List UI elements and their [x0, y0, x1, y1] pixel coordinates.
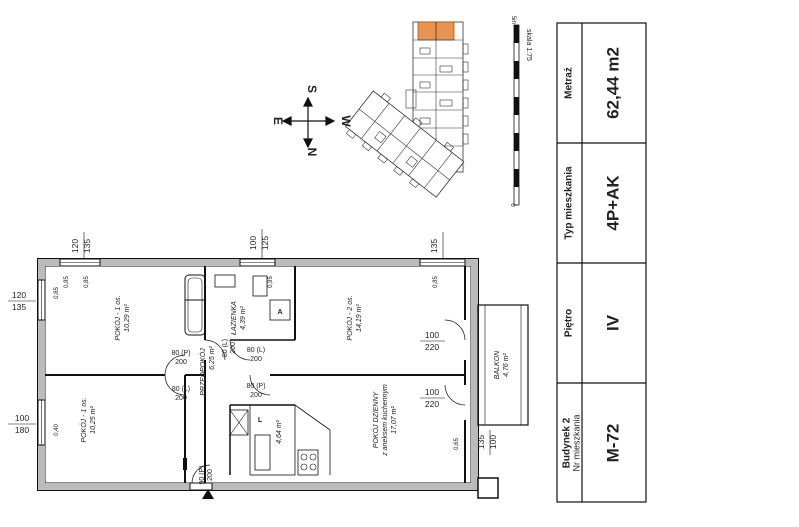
apt-no-value: M-72 — [603, 424, 622, 463]
scale-bottom: 0 — [509, 203, 515, 207]
room-pokoj2-area: 14,19 m² — [356, 304, 363, 332]
room-balkon-area: 4,76 m² — [503, 352, 510, 376]
room-dzienny-area: 17,07 m² — [391, 406, 398, 434]
area-label: Metraż — [564, 67, 575, 99]
scale-bar — [513, 24, 520, 206]
room-kuchnia-area: 4,64 m² — [276, 419, 283, 443]
area-value: 62,44 m2 — [603, 47, 622, 119]
door: 200 — [230, 342, 237, 354]
type-label: Typ mieszkania — [564, 166, 575, 240]
dim: 100 — [425, 330, 439, 340]
door: 80 (L) — [172, 386, 190, 393]
compass — [281, 96, 336, 149]
dim: 220 — [425, 342, 439, 352]
dim: 120 — [70, 239, 80, 253]
room-dzienny-sub: z aneksem kuchennym — [382, 384, 389, 457]
door: 90 (P) — [199, 465, 206, 484]
room-pokoj1-bottom-name: POKÓJ - 1 os. — [79, 397, 88, 442]
dim: 180 — [15, 425, 29, 435]
sill: 0,65 — [454, 438, 460, 450]
sill: 0,85 — [433, 276, 439, 288]
dim: 135 — [476, 435, 486, 449]
sill: 0,85 — [54, 287, 60, 299]
dim: 120 — [12, 290, 26, 300]
room-przedpokoj-area: 6,25 m² — [209, 345, 216, 369]
room-balkon-name: BALKON — [494, 350, 501, 379]
type-value: 4P+AK — [603, 175, 622, 231]
dim: 135 — [429, 239, 439, 253]
dim: 135 — [12, 302, 26, 312]
scale-label: skala 1:75 — [525, 29, 532, 61]
room-pokoj1-bottom-area: 10,25 m² — [90, 406, 97, 434]
door: 200 — [207, 469, 214, 481]
compass-w: W — [339, 115, 353, 127]
building-label: Budynek 2 — [562, 417, 573, 468]
room-lazienka-area: 4,39 m² — [240, 305, 247, 329]
compass-n: N — [305, 148, 319, 157]
room-labels: POKÓJ - 1 os. 10,29 m² POKÓJ - 1 os. 10,… — [79, 295, 510, 456]
door: 80 (L) — [222, 339, 229, 357]
dim: 125 — [260, 236, 270, 250]
title-block — [556, 22, 647, 503]
room-przedpokoj-name: PRZEDPOKÓJ — [198, 348, 207, 396]
sill: 0,40 — [54, 424, 60, 436]
room-pokoj1-top-name: POKÓJ - 1 os. — [113, 295, 122, 340]
door: 200 — [250, 392, 262, 399]
floor-label: Piętro — [564, 309, 575, 337]
door: 80 (L) — [247, 347, 265, 354]
fixture-l: L — [258, 417, 263, 424]
floor-value: IV — [603, 314, 622, 331]
sill: 0,85 — [84, 276, 90, 288]
dim: 100 — [425, 387, 439, 397]
room-pokoj1-top-area: 10,29 m² — [124, 304, 131, 332]
door: 80 (P) — [171, 350, 190, 357]
dim: 100 — [248, 236, 258, 250]
door: 200 — [175, 359, 187, 366]
entrance-marker — [202, 489, 214, 499]
apartment-walls — [37, 258, 529, 499]
dim: 220 — [425, 399, 439, 409]
door-labels: 80 (P) 200 80 (L) 200 80 (L) 200 80 (L) … — [171, 339, 265, 485]
door: 200 — [175, 395, 187, 402]
dim: 135 — [82, 239, 92, 253]
dim: 100 — [488, 435, 498, 449]
door: 80 (P) — [246, 383, 265, 390]
dim: 100 — [15, 413, 29, 423]
room-lazienka-name: ŁAZIENKA — [231, 301, 238, 335]
door: 200 — [250, 356, 262, 363]
sill: 0,95 — [268, 276, 274, 288]
room-pokoj2-name: POKÓJ - 2 os. — [345, 295, 354, 340]
dimension-labels: 120 135 100 125 135 120 135 100 180 100 … — [8, 229, 498, 455]
fixture-a: A — [277, 309, 282, 316]
room-dzienny-name: POKÓJ DZIENNY — [371, 390, 380, 448]
scale-top: 5m — [510, 16, 516, 24]
compass-s: S — [305, 85, 319, 93]
site-plan — [344, 21, 469, 198]
apt-no-label: Nr mieszkania — [571, 414, 581, 471]
compass-e: E — [271, 117, 285, 125]
sill: 0,85 — [64, 276, 70, 288]
